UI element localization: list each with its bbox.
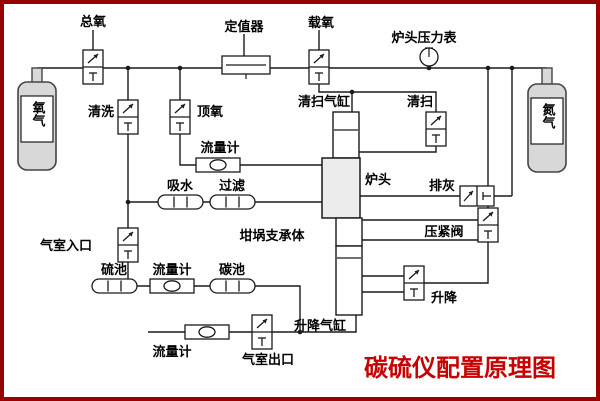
diagram-caption: 碳硫仪配置原理图 — [364, 354, 556, 382]
label-chamber-outlet: 气室出口 — [242, 352, 294, 368]
flowmeter-top-icon — [195, 157, 241, 173]
chamber-inlet-valve-icon — [117, 227, 139, 263]
press-valve-icon — [477, 207, 499, 243]
label-filter: 过滤 — [219, 178, 245, 194]
label-sulfur-cell: 硫池 — [101, 262, 127, 278]
label-furnace-head: 炉头 — [365, 172, 391, 188]
sweep-cylinder-block — [332, 111, 360, 159]
oxygen-cylinder: 氧气 — [17, 67, 57, 171]
junction-dots — [125, 65, 515, 335]
filter-icon — [209, 194, 256, 210]
label-top-oxygen: 顶氧 — [197, 104, 223, 120]
furnace-head-block — [321, 157, 361, 219]
oxygen-cylinder-label-box — [20, 95, 54, 143]
pipe-press-to-lift — [424, 242, 489, 284]
carbon-cell-icon — [209, 278, 256, 294]
total-oxygen-valve-icon — [82, 49, 104, 85]
label-crucible-support: 坩埚支承体 — [239, 228, 305, 244]
pipe-carrier-branch — [318, 84, 437, 112]
purge-valve-icon — [117, 99, 139, 135]
pipe-ash-row-right — [494, 68, 513, 197]
sweep-valve-icon — [425, 111, 447, 147]
label-pressure-gauge: 炉头压力表 — [391, 30, 457, 46]
nitrogen-cylinder: 氮气 — [527, 67, 567, 173]
lift-valve-icon — [403, 265, 425, 301]
label-total-oxygen: 总氧 — [80, 14, 106, 30]
chamber-outlet-valve-icon — [251, 314, 273, 350]
top-oxygen-valve-icon — [169, 99, 191, 135]
nitrogen-cylinder-label: 氮气 — [540, 102, 556, 130]
water-absorb-filter-icon — [157, 194, 204, 210]
label-chamber-inlet: 气室入口 — [40, 238, 92, 254]
crucible-support-block — [335, 217, 363, 247]
pressure-gauge-icon — [419, 47, 439, 67]
lift-cylinder-block — [335, 245, 363, 316]
label-press-valve: 压紧阀 — [424, 224, 463, 240]
label-lift-cylinder: 升降气缸 — [294, 318, 346, 334]
label-carrier-oxygen: 载氧 — [308, 15, 334, 31]
label-flowmeter-top: 流量计 — [200, 140, 239, 156]
label-flowmeter-mid: 流量计 — [152, 262, 191, 278]
label-lift: 升降 — [431, 290, 458, 306]
label-ash-discharge: 排灰 — [429, 178, 455, 194]
label-water-absorb: 吸水 — [167, 178, 194, 194]
ash-discharge-valve-icon — [459, 185, 495, 207]
carrier-oxygen-valve-icon — [308, 49, 330, 85]
nitrogen-cylinder-label-box — [530, 97, 564, 145]
flowmeter-mid-icon — [149, 278, 195, 294]
flowmeter-bottom-icon — [184, 324, 230, 340]
pipe-sweep-return — [359, 146, 437, 153]
label-flowmeter-bottom: 流量计 — [152, 344, 191, 360]
label-regulator: 定值器 — [223, 19, 264, 35]
label-sweep-cylinder: 清扫气缸 — [298, 94, 350, 110]
oxygen-cylinder-label: 氧气 — [30, 100, 47, 128]
label-sweep: 清扫 — [407, 94, 433, 110]
label-purge: 清洗 — [88, 104, 114, 120]
label-carbon-cell: 碳池 — [219, 262, 245, 278]
regulator-box — [221, 55, 271, 79]
sulfur-cell-icon — [91, 278, 138, 294]
